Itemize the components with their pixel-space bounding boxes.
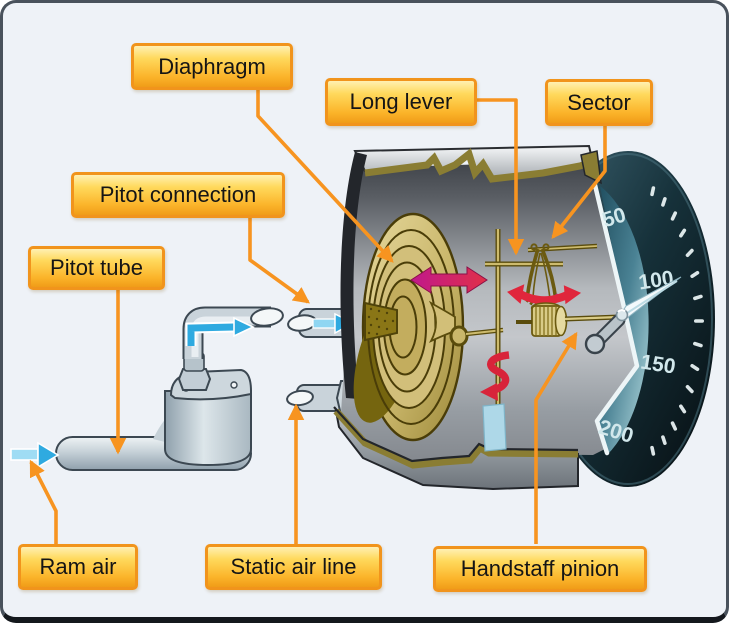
pitot-fitting-cone	[364, 301, 398, 342]
mechanism	[410, 229, 620, 452]
lever-plate	[482, 403, 507, 452]
label-pitot-connection: Pitot connection	[71, 172, 285, 218]
fitting-texture	[367, 307, 395, 337]
tube-break-end	[250, 307, 284, 327]
label-ram-air: Ram air	[18, 544, 138, 590]
diaphragm-motion-arrow	[410, 266, 488, 294]
leader-ram-air	[29, 459, 58, 546]
diagram-canvas: 50 100 150 200	[10, 88, 715, 546]
label-sector: Sector	[545, 79, 653, 126]
label-static-air-line: Static air line	[205, 544, 382, 590]
label-handstaff-pinion: Handstaff pinion	[433, 546, 647, 592]
brass-edge-bottom	[333, 408, 579, 469]
leader-long-lever	[474, 98, 525, 256]
label-long-lever-text: Long lever	[349, 89, 453, 114]
label-long-lever: Long lever	[325, 78, 477, 126]
case-bottom-wall	[333, 406, 579, 491]
brass-edge-top	[364, 148, 593, 183]
label-diaphragm: Diaphragm	[131, 43, 293, 90]
leader-pitot-connection	[248, 216, 311, 304]
label-pitot-tube-text: Pitot tube	[50, 255, 143, 280]
leader-lines	[29, 88, 607, 546]
flange-screw	[230, 381, 238, 389]
case-top-wall	[353, 144, 602, 185]
handstaff-pinion-gear	[530, 302, 568, 337]
dial-number-150: 150	[639, 350, 677, 378]
label-pitot-connection-text: Pitot connection	[99, 182, 257, 207]
label-sector-text: Sector	[567, 89, 631, 115]
leader-diaphragm	[256, 88, 394, 263]
leader-handstaff-pinion	[534, 331, 578, 544]
leader-sector	[551, 124, 607, 239]
needle	[584, 276, 682, 355]
dial-face	[597, 186, 649, 455]
label-static-air-line-text: Static air line	[230, 554, 357, 579]
pitot-airflow-arrow	[187, 323, 235, 346]
pitot-nut	[177, 368, 212, 391]
sector-rotation-arrow	[507, 284, 582, 305]
pitot-tube-assembly	[55, 306, 284, 471]
diaphragm-linkage	[428, 300, 456, 343]
label-handstaff-pinion-text: Handstaff pinion	[460, 556, 620, 581]
rod-twist-arrow	[480, 351, 510, 401]
label-pitot-tube: Pitot tube	[28, 246, 165, 290]
dial-cutaway-edge	[592, 182, 640, 456]
needle-counterweight	[584, 333, 606, 355]
label-diaphragm-text: Diaphragm	[158, 53, 266, 79]
pitot-base	[164, 390, 252, 467]
label-ram-air-text: Ram air	[39, 554, 117, 579]
ram-air-arrow	[10, 441, 60, 469]
dial-ticks	[650, 186, 704, 456]
